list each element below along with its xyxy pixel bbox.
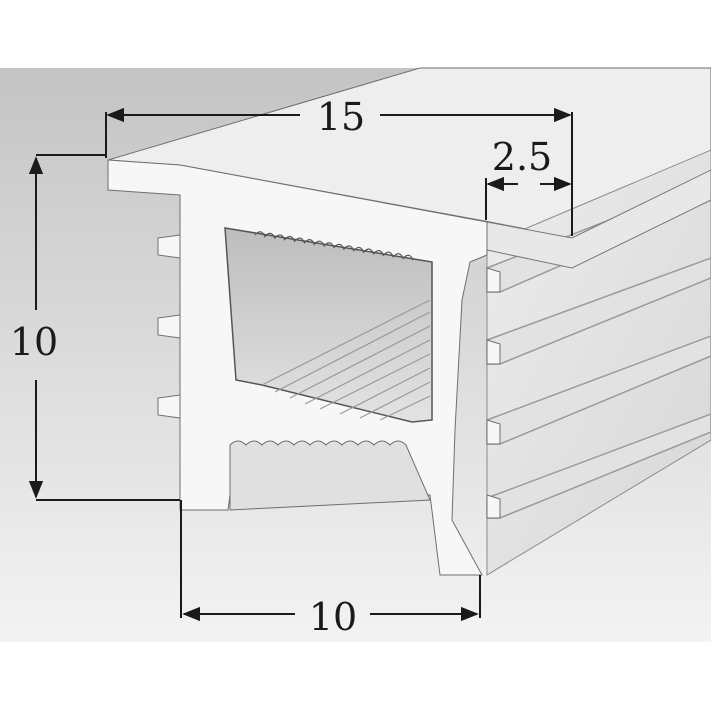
dim-bottom-width-label: 10 <box>309 595 357 639</box>
dim-top-width-label: 15 <box>317 95 365 139</box>
left-fins <box>157 234 181 419</box>
cavity-ridges <box>261 299 431 421</box>
dim-height-label: 10 <box>10 320 58 364</box>
dimension-lines <box>28 107 573 622</box>
right-fins <box>486 267 501 519</box>
dim-lip-width-label: 2.5 <box>492 135 552 179</box>
inner-cavity <box>224 227 433 423</box>
bottom-channel <box>229 440 431 511</box>
cavity-top-teeth <box>254 231 414 261</box>
